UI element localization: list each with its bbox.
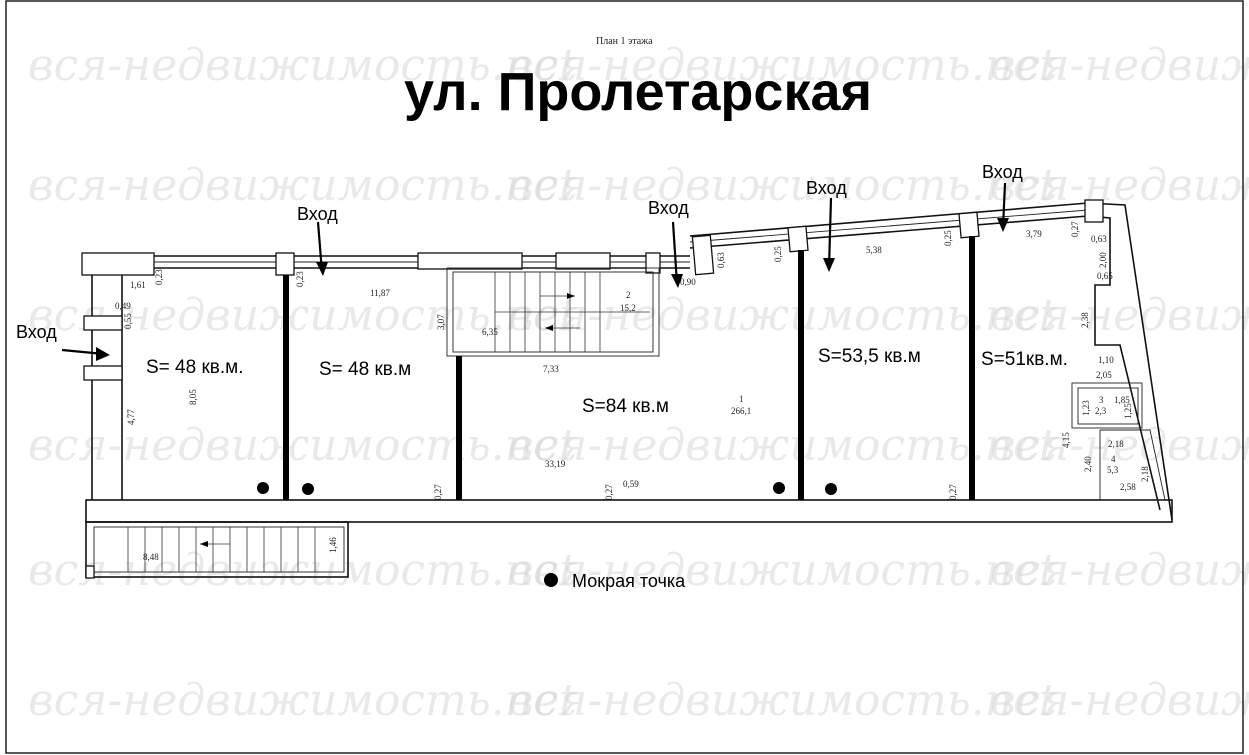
dim-label: 2,18 <box>1108 439 1124 449</box>
service-rooms <box>1071 382 1166 501</box>
dim-label: 0,90 <box>680 277 696 287</box>
dim-label: 1,85 <box>1114 395 1130 405</box>
dim-label: 1,61 <box>130 280 146 290</box>
partitions <box>283 236 975 500</box>
dim-label: 0,49 <box>115 301 131 311</box>
room-area-5: S=51кв.м. <box>981 349 1068 370</box>
building-outline <box>82 202 1173 578</box>
bottom-stair <box>85 527 316 579</box>
watermark: вся-недвижимость.net <box>508 545 1057 596</box>
dim-label: 0,27 <box>948 484 958 500</box>
legend-marker <box>544 573 558 587</box>
entrance-label: Вход <box>16 322 57 342</box>
dim-label: 5,38 <box>866 245 882 255</box>
wet-point-marker <box>825 483 837 495</box>
watermark: вся-недвижимость.net <box>508 40 1057 91</box>
dim-label: 0,27 <box>604 484 614 500</box>
wet-point-marker <box>257 482 269 494</box>
dim-label: 33,19 <box>545 459 566 469</box>
watermark: вся-недвижимость.net <box>28 545 577 596</box>
entrance-label: Вход <box>982 162 1023 182</box>
watermark: вся-недвижимость.net <box>508 160 1057 211</box>
legend-label: Мокрая точка <box>572 571 686 591</box>
dim-label: 2,40 <box>1083 456 1093 472</box>
watermark: вся-недвижимость.net <box>990 160 1249 211</box>
dim-label: 8,05 <box>188 389 198 405</box>
dim-label: 1,23 <box>1081 400 1091 416</box>
dim-label: 0,23 <box>154 269 164 285</box>
watermark: вся-недвижимость.net <box>990 675 1249 726</box>
dim-label: 2,38 <box>1080 312 1090 328</box>
watermark: вся-недвижимость.net <box>28 420 577 471</box>
watermark: вся-недвижимость.net <box>28 675 577 726</box>
entrance-label: Вход <box>297 204 338 224</box>
dim-label: 6,35 <box>482 327 498 337</box>
watermark-layer: вся-недвижимость.net вся-недвижимость.ne… <box>28 40 1249 726</box>
watermark: вся-недвижимость.net <box>508 420 1057 471</box>
watermark: вся-недвижимость.net <box>990 40 1249 91</box>
dim-label: 1 <box>739 394 744 404</box>
dim-label: 0,63 <box>1091 234 1107 244</box>
wet-point-marker <box>773 482 785 494</box>
dim-label: 0,25 <box>773 246 783 262</box>
entrance-label: Вход <box>648 198 689 218</box>
dim-label: 2,3 <box>1095 406 1107 416</box>
watermark: вся-недвижимость.net <box>508 290 1057 341</box>
stair-block <box>446 267 660 357</box>
wet-point-marker <box>302 483 314 495</box>
street-title: ул. Пролетарская <box>404 62 872 122</box>
dim-label: 0,25 <box>943 230 953 246</box>
watermark: вся-недвижимость.net <box>28 160 577 211</box>
dim-label: 4 <box>1111 454 1116 464</box>
dim-label: 0,55 <box>123 313 133 329</box>
dim-label: 7,33 <box>543 364 559 374</box>
dim-label: 0,63 <box>716 252 726 268</box>
watermark: вся-недвижимость.net <box>990 420 1249 471</box>
facade-piers <box>81 199 1104 381</box>
room-area-2: S= 48 кв.м <box>319 359 411 380</box>
watermark: вся-недвижимость.net <box>990 290 1249 341</box>
watermark: вся-недвижимость.net <box>990 545 1249 596</box>
dim-label: 0,59 <box>623 479 639 489</box>
dim-label: 11,87 <box>370 288 390 298</box>
dim-label: 5,3 <box>1107 465 1119 475</box>
dim-label: 3,79 <box>1026 229 1042 239</box>
room-area-4: S=53,5 кв.м <box>818 346 921 367</box>
page-frame <box>5 0 1244 754</box>
dim-label: 0,23 <box>295 271 305 287</box>
dim-label: 8,48 <box>143 552 159 562</box>
dim-label: 266,1 <box>731 406 751 416</box>
entrance-label: Вход <box>806 178 847 198</box>
dim-label: 0,27 <box>433 484 443 500</box>
dim-label: 2,58 <box>1120 482 1136 492</box>
watermark: вся-недвижимость.net <box>28 40 577 91</box>
dim-label: 3,07 <box>436 314 446 330</box>
dim-label: 0,27 <box>1070 221 1080 237</box>
dim-label: 1,10 <box>1098 355 1114 365</box>
plan-subtitle: План 1 этажа <box>596 36 653 47</box>
dim-label: 2,05 <box>1096 370 1112 380</box>
wet-points <box>257 482 837 495</box>
dim-label: 3 <box>1099 395 1104 405</box>
room-area-1: S= 48 кв.м. <box>146 357 244 378</box>
dim-label: 4,15 <box>1061 432 1071 448</box>
dim-label: 2 <box>626 290 631 300</box>
dim-label: 4,77 <box>126 409 136 425</box>
room-area-3: S=84 кв.м <box>582 396 669 417</box>
dim-label: 2,18 <box>1140 466 1150 482</box>
dim-label: 0,65 <box>1097 271 1113 281</box>
dim-label: 15,2 <box>620 303 636 313</box>
dim-label: 1,25 <box>1123 403 1133 419</box>
dim-label: 1,46 <box>328 537 338 553</box>
dimension-labels: 1,61 0,23 0,23 11,87 0,49 0,55 4,77 8,05… <box>115 221 1150 562</box>
entrance-arrows <box>61 182 1009 361</box>
watermark: вся-недвижимость.net <box>508 675 1057 726</box>
dim-label: 2,00 <box>1098 252 1108 268</box>
